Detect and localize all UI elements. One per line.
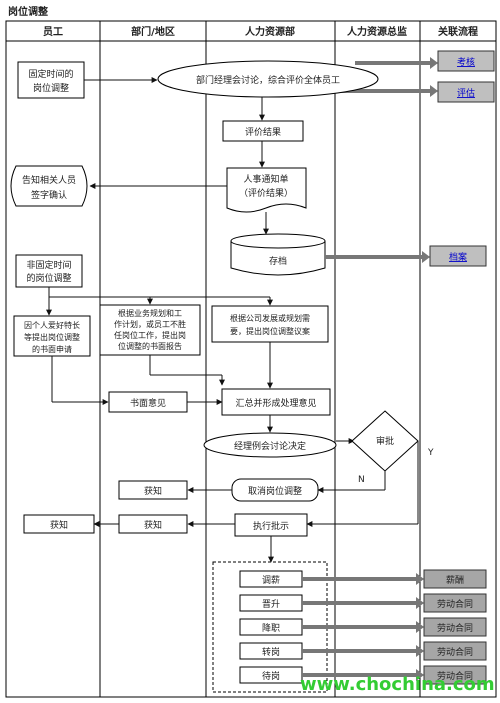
related-arrow: [302, 573, 424, 585]
fixed-time-label: 岗位调整: [33, 82, 69, 94]
gm-meeting-node: [203, 432, 337, 458]
column-header-department: 部门/地区: [131, 25, 175, 38]
hr-proposal-box: [211, 305, 329, 343]
related-arrow: [302, 621, 424, 633]
nonfixed-label: 的岗位调整: [26, 272, 71, 284]
dept-report-label: 位调整的书面报告: [118, 341, 182, 351]
related-target-box[interactable]: [423, 593, 487, 613]
related-assess-link[interactable]: 考核: [457, 56, 475, 68]
personal-request-label: 因个人爱好特长: [24, 320, 80, 330]
written-opinion-label: 书面意见: [130, 397, 166, 409]
no-label: N: [358, 475, 365, 485]
yes-label: Y: [427, 448, 434, 458]
summary-label: 汇总并形成处理意见: [235, 397, 316, 409]
hr-proposal-label: 要，提出岗位调整议案: [230, 326, 310, 336]
eval-result-box: [222, 120, 304, 142]
related-arrow: [355, 57, 438, 69]
notice-label: 人事通知单: [243, 173, 288, 185]
personal-request-box: [13, 315, 91, 357]
action-label: 转岗: [262, 646, 280, 658]
approve-label: 审批: [376, 435, 394, 447]
related-arrow: [302, 669, 424, 681]
inform-sign-label: 签字确认: [31, 189, 67, 201]
informed-label: 获知: [144, 519, 162, 531]
action-label: 调薪: [262, 574, 280, 586]
nonfixed-box: [15, 254, 83, 288]
related-arrow: [302, 645, 424, 657]
nonfixed-label: 非固定时间: [26, 259, 71, 271]
related-target-label[interactable]: 劳动合同: [437, 646, 473, 658]
related-target-label[interactable]: 劳动合同: [437, 670, 473, 682]
dept-meeting-node: [157, 60, 379, 98]
informed-box: [118, 480, 188, 500]
notice-document: [226, 167, 307, 213]
related-arrow: [302, 597, 424, 609]
action-label: 待岗: [262, 670, 280, 682]
related-target-box[interactable]: [423, 665, 487, 685]
inform-sign-label: 告知相关人员: [22, 174, 76, 186]
informed-box: [23, 514, 95, 534]
fixed-time-box: [17, 61, 85, 99]
action-label: 降职: [262, 622, 280, 634]
dept-report-label: 根据业务规划和工: [118, 308, 182, 318]
column-header-related: 关联流程: [438, 25, 478, 38]
actions-list: 调薪薪酬晋升劳动合同降职劳动合同转岗劳动合同待岗劳动合同: [239, 569, 487, 685]
dept-report-label: 作计划，或员工不胜: [114, 319, 186, 329]
related-assess-box[interactable]: [437, 50, 495, 72]
archive-top: [230, 233, 326, 249]
related-arrow: [340, 85, 438, 97]
summary-box: [221, 388, 331, 416]
execute-label: 执行批示: [253, 520, 289, 532]
related-arrow: [325, 251, 430, 263]
related-target-label[interactable]: 薪酬: [446, 574, 464, 586]
hr-proposal-label: 根据公司发展或规划需: [230, 313, 310, 323]
related-target-label[interactable]: 劳动合同: [437, 622, 473, 634]
table-frame: [5, 20, 497, 698]
personal-request-label: 等提出岗位调整: [24, 332, 80, 342]
fixed-time-label: 固定时间的: [28, 68, 73, 80]
column-header-employee: 员工: [43, 26, 63, 38]
related-target-box[interactable]: [423, 641, 487, 661]
action-label: 晋升: [262, 599, 280, 610]
archive-label: 存档: [269, 255, 287, 267]
related-evaluate-box[interactable]: [437, 81, 495, 103]
column-header-hr: 人力资源部: [245, 25, 295, 38]
dept-meeting-label: 部门经理会讨论，综合评价全体员工: [196, 74, 340, 86]
personal-request-label: 的书面申请: [32, 344, 72, 354]
related-archive-link[interactable]: 档案: [449, 251, 467, 263]
archive-node: [230, 241, 326, 276]
related-target-box[interactable]: [423, 617, 487, 637]
page-title: 岗位调整: [8, 5, 48, 18]
notice-label: （评价结果）: [239, 187, 293, 199]
column-header-hr-director: 人力资源总监: [347, 25, 407, 38]
eval-result-label: 评价结果: [245, 126, 281, 138]
dept-report-label: 任岗位工作，提出岗: [114, 330, 186, 340]
related-evaluate-link[interactable]: 评估: [457, 87, 475, 99]
cancel-label: 取消岗位调整: [248, 485, 302, 497]
related-target-box[interactable]: [423, 569, 487, 589]
actions-group: [212, 561, 328, 693]
related-archive-box[interactable]: [429, 245, 487, 267]
inform-sign-node: [10, 165, 88, 207]
gm-meeting-label: 经理例会讨论决定: [234, 440, 306, 452]
watermark: www.chochina.com: [300, 674, 495, 695]
informed-label: 获知: [50, 519, 68, 531]
dept-report-box: [99, 304, 201, 356]
informed-label: 获知: [144, 485, 162, 497]
related-target-label[interactable]: 劳动合同: [437, 598, 473, 610]
